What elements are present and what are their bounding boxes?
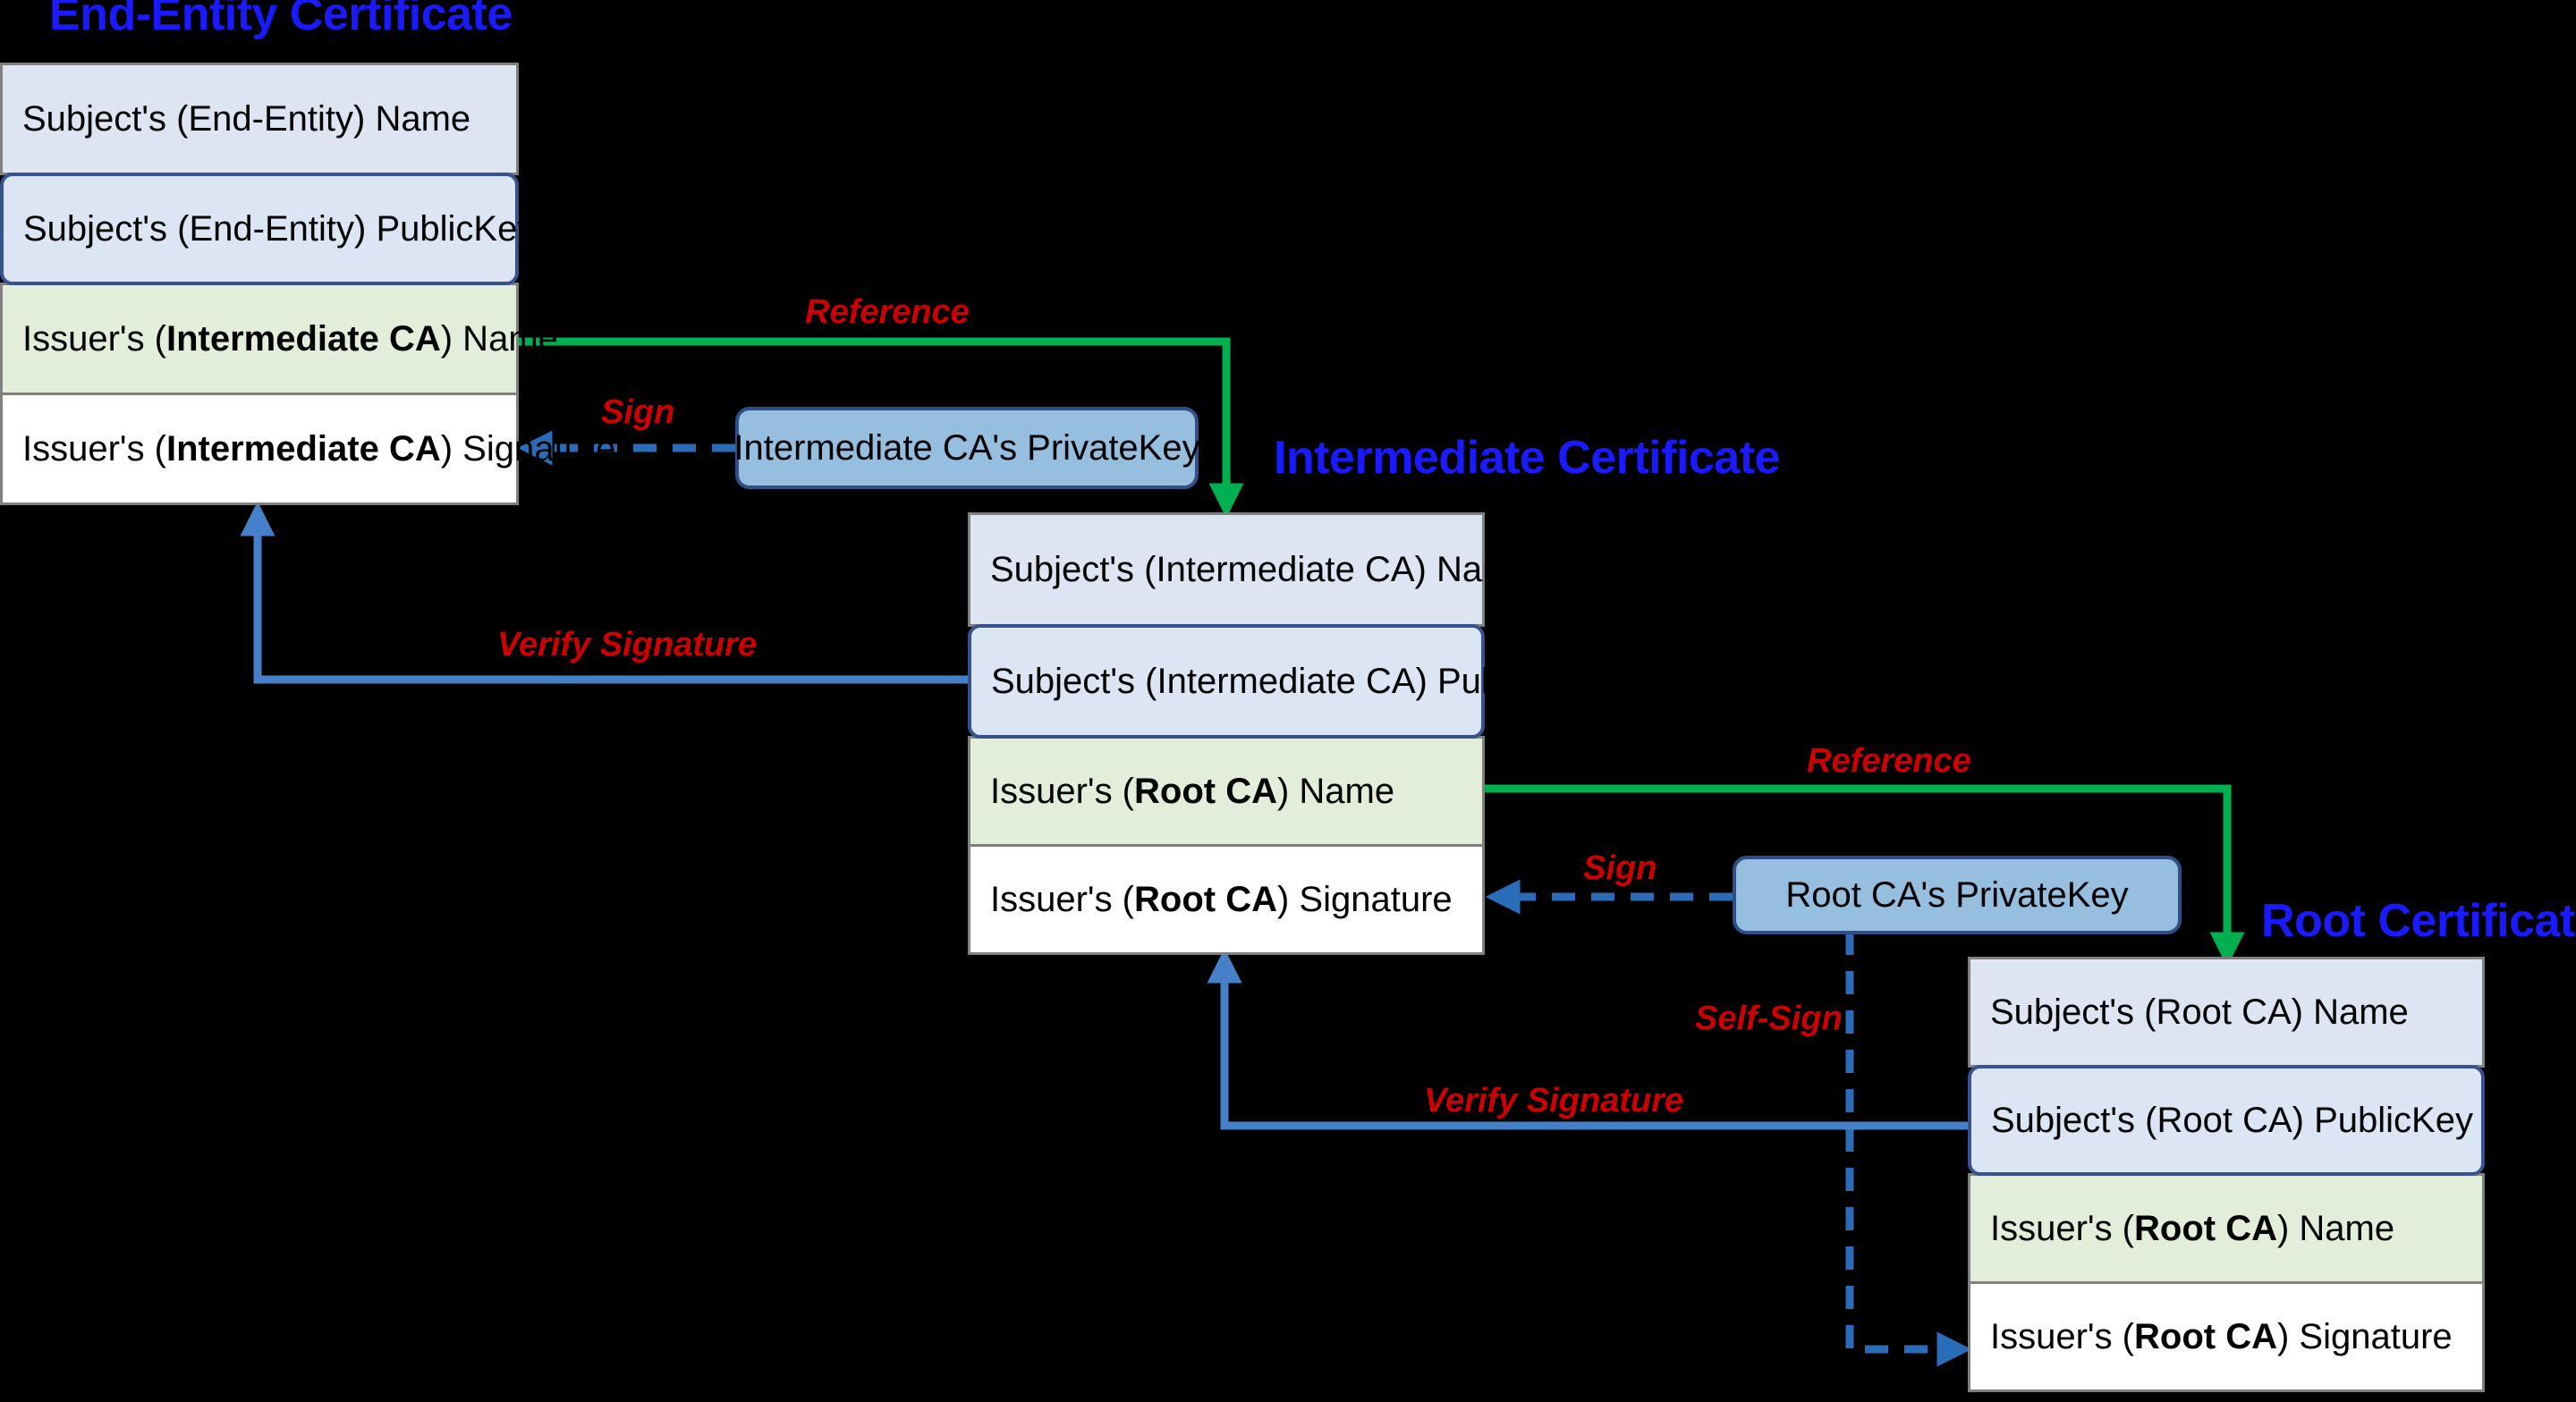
root-certificate-card: Subject's (Root CA) Name Subject's (Root… <box>1968 957 2485 1392</box>
root-subject-name-label: Subject's (Root CA) Name <box>1990 992 2409 1032</box>
root-ca-private-key-label: Root CA's PrivateKey <box>1785 874 2129 915</box>
end-entity-certificate-title: End-Entity Certificate <box>49 0 513 40</box>
end-entity-certificate-card: Subject's (End-Entity) Name Subject's (E… <box>0 63 615 505</box>
end-entity-issuer-signature-row: Issuer's (Intermediate CA) Signature <box>0 393 615 505</box>
sign-label-top: Sign <box>601 393 675 431</box>
intermediate-certificate-card: Subject's (Intermediate CA) Name Subject… <box>968 512 1597 955</box>
verify-signature-label-top: Verify Signature <box>497 626 758 663</box>
end-entity-subject-name-label: Subject's (End-Entity) Name <box>22 99 471 139</box>
self-sign-arrow <box>1845 932 1972 1367</box>
end-entity-issuer-signature-label: Issuer's (Intermediate CA) Signature <box>22 429 616 469</box>
intermediate-issuer-name-label: Issuer's (Root CA) Name <box>990 772 1395 811</box>
root-issuer-name-label: Issuer's (Root CA) Name <box>1990 1209 2395 1248</box>
self-sign-label: Self-Sign <box>1695 1000 1843 1037</box>
end-entity-issuer-name-label: Issuer's (Intermediate CA) Name <box>22 319 558 359</box>
end-entity-subject-publickey-label: Subject's (End-Entity) PublicKey <box>23 209 536 249</box>
reference-arrow-bottom <box>1485 784 2245 967</box>
reference-label-bottom: Reference <box>1807 742 1971 780</box>
intermediate-subject-name-row: Subject's (Intermediate CA) Name <box>968 512 1532 627</box>
intermediate-subject-name-label: Subject's (Intermediate CA) Name <box>990 550 1532 589</box>
root-ca-private-key-box: Root CA's PrivateKey <box>1733 856 2182 934</box>
intermediate-issuer-name-row: Issuer's (Root CA) Name <box>968 736 1485 847</box>
root-subject-publickey-label: Subject's (Root CA) PublicKey <box>1991 1101 2473 1140</box>
intermediate-issuer-signature-label: Issuer's (Root CA) Signature <box>990 880 1453 919</box>
root-subject-name-row: Subject's (Root CA) Name <box>1968 957 2485 1068</box>
end-entity-subject-name-row: Subject's (End-Entity) Name <box>0 63 519 175</box>
end-entity-subject-publickey-row: Subject's (End-Entity) PublicKey <box>0 173 535 285</box>
intermediate-certificate-title: Intermediate Certificate <box>1274 432 1780 484</box>
root-subject-publickey-row: Subject's (Root CA) PublicKey <box>1968 1065 2485 1176</box>
reference-label-top: Reference <box>805 293 970 331</box>
end-entity-issuer-name-row: Issuer's (Intermediate CA) Name <box>0 283 558 395</box>
intermediate-ca-private-key-box: Intermediate CA's PrivateKey <box>733 407 1200 489</box>
root-issuer-signature-label: Issuer's (Root CA) Signature <box>1990 1317 2453 1356</box>
verify-signature-arrow-bottom <box>1207 948 1968 1130</box>
root-issuer-signature-row: Issuer's (Root CA) Signature <box>1968 1281 2485 1392</box>
reference-arrow-top <box>519 337 1244 519</box>
intermediate-subject-publickey-row: Subject's (Intermediate CA) PublicKey <box>968 624 1597 739</box>
intermediate-subject-publickey-label: Subject's (Intermediate CA) PublicKey <box>991 662 1597 701</box>
intermediate-ca-private-key-label: Intermediate CA's PrivateKey <box>733 427 1200 468</box>
root-issuer-name-row: Issuer's (Root CA) Name <box>1968 1173 2485 1284</box>
verify-signature-label-bottom: Verify Signature <box>1424 1082 1684 1119</box>
sign-label-bottom: Sign <box>1583 849 1657 887</box>
intermediate-issuer-signature-row: Issuer's (Root CA) Signature <box>968 844 1485 955</box>
root-certificate-title: Root Certificate <box>2261 895 2576 947</box>
verify-signature-arrow-top <box>240 501 968 684</box>
